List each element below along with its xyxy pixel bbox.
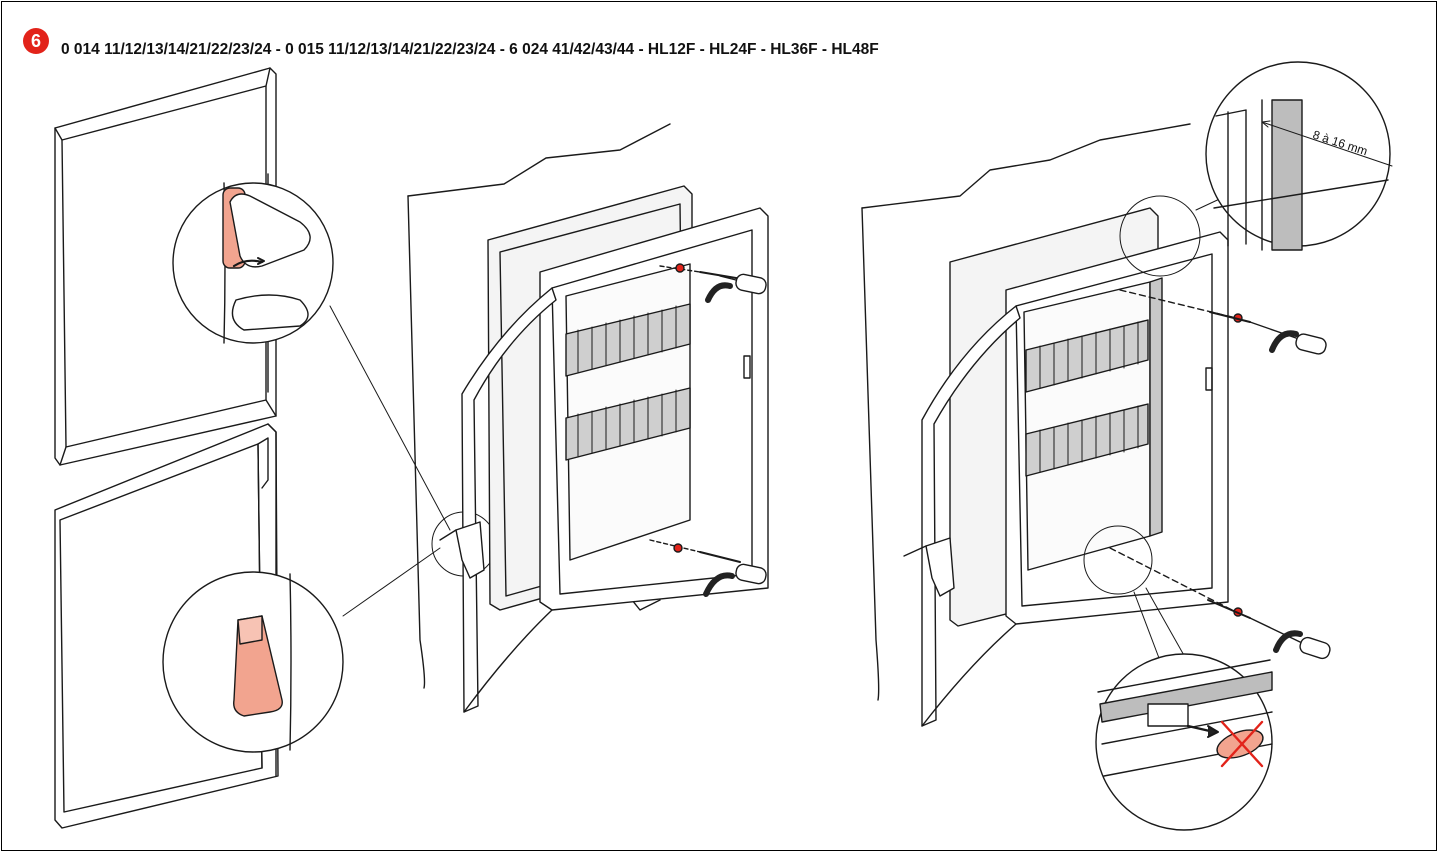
latch-small-right <box>903 537 955 597</box>
knockout-callout-circle <box>1083 525 1153 595</box>
fixing-screws-middle <box>649 263 767 597</box>
rotation-arrow-icon <box>1269 330 1299 353</box>
latch-open-detail <box>162 571 344 753</box>
open-door-right <box>921 305 1021 727</box>
screwdriver-icon <box>1249 617 1331 660</box>
open-door-middle <box>461 287 557 713</box>
rotation-arrow-icon <box>705 282 733 303</box>
screwdriver-icon <box>1249 321 1327 355</box>
breaker-rows-right <box>1025 319 1149 477</box>
breaker-rows-middle <box>565 303 691 461</box>
fixing-screws-right <box>1109 289 1331 660</box>
screwdriver-icon <box>719 273 767 295</box>
finger-icon <box>229 193 311 268</box>
rotation-arrow-icon <box>703 572 735 597</box>
latch-press-detail <box>172 182 334 344</box>
closed-door-panel <box>54 67 277 466</box>
knockout-removal-detail <box>1095 653 1273 831</box>
removal-cross-icon <box>1220 720 1264 768</box>
latch-small-middle <box>439 521 485 579</box>
knockout-tab-highlight <box>1216 729 1264 759</box>
step-number-badge: 6 <box>23 28 49 54</box>
spacer-strip <box>1149 277 1163 537</box>
gap-callout-circle <box>1119 195 1201 277</box>
frame-slot <box>743 355 751 379</box>
product-reference-title: 0 014 11/12/13/14/21/22/23/24 - 0 015 11… <box>61 41 879 58</box>
wall-outline-right <box>861 123 1191 701</box>
rotation-arrow-icon <box>1273 630 1303 653</box>
gap-dimension-detail: 8 à 16 mm <box>1205 61 1393 251</box>
screwdriver-icon <box>735 563 767 585</box>
frame-slot <box>1205 367 1213 391</box>
